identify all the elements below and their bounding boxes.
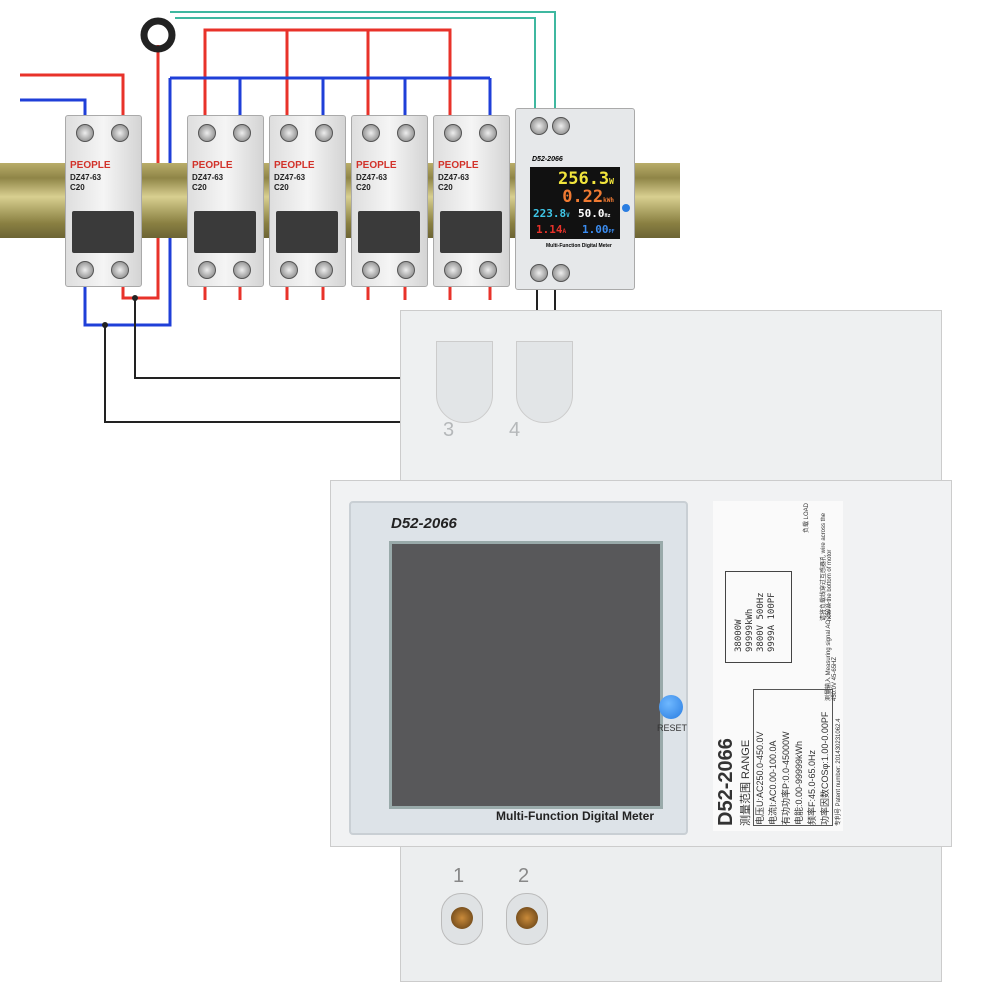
neutral-input-wire [20, 98, 87, 118]
circuit-breaker: PEOPLE DZ47-63 C20 [351, 115, 428, 287]
meter-model: D52-2066 [391, 515, 457, 532]
frequency-unit: Hz [604, 213, 611, 219]
ct-signal-wire [170, 11, 556, 118]
meter-bottom-housing: 1 2 [400, 840, 942, 982]
reset-label: RESET [657, 723, 688, 733]
breaker-model: DZ47-63 [192, 173, 224, 182]
breaker-brand: PEOPLE [192, 160, 233, 171]
current-unit: A [562, 228, 567, 235]
small-reset-button [622, 204, 630, 212]
live-input-wire [20, 73, 125, 118]
breaker-handle [194, 211, 256, 253]
current-value: 1.14 [536, 223, 563, 236]
meter-faceplate: D52-2066 RESET Multi-Function Digital Me… [349, 501, 688, 835]
terminal-1-label: 1 [453, 865, 465, 887]
live-bus-wire [203, 28, 452, 118]
reset-button[interactable] [659, 695, 683, 719]
frequency-value: 50.0 [578, 207, 605, 220]
breaker-brand: PEOPLE [274, 160, 315, 171]
digital-meter: 3 4 1 2 D52-2066 RESET Multi-Function Di… [330, 310, 952, 982]
breaker-model: DZ47-63 [274, 173, 306, 182]
label-model: D52-2066 [715, 738, 737, 826]
circuit-breaker: PEOPLE DZ47-63 C20 [65, 115, 142, 287]
breaker-rating: C20 [274, 183, 289, 192]
breaker-rating: C20 [70, 183, 85, 192]
breaker-brand: PEOPLE [70, 160, 111, 171]
breaker-rating: C20 [192, 183, 207, 192]
breaker-model: DZ47-63 [70, 173, 102, 182]
power-value: 256.3 [557, 169, 610, 189]
label-range-title: 测量范围 RANGE [740, 739, 752, 826]
breaker-rating: C20 [356, 183, 371, 192]
breaker-model: DZ47-63 [438, 173, 470, 182]
small-meter-model: D52-2066 [532, 156, 563, 163]
small-meter-caption: Multi-Function Digital Meter [546, 243, 612, 249]
terminal-2-screw [516, 907, 538, 929]
breaker-brand: PEOPLE [438, 160, 479, 171]
meter-front: D52-2066 RESET Multi-Function Digital Me… [330, 480, 952, 847]
breaker-handle [440, 211, 502, 253]
pf-unit: PF [608, 229, 615, 235]
pf-value: 1.00 [582, 223, 609, 236]
breaker-model: DZ47-63 [356, 173, 388, 182]
small-meter-illustration: D52-2066 256.3W 0.22kWh 223.8V 50.0Hz 1.… [515, 108, 635, 290]
current-transformer-ring [140, 17, 176, 53]
energy-value: 0.22 [562, 187, 604, 207]
meter-top-housing: 3 4 [400, 310, 942, 502]
terminal-1-screw [451, 907, 473, 929]
breaker-rating: C20 [438, 183, 453, 192]
power-unit: W [609, 177, 614, 186]
breaker-handle [72, 211, 134, 253]
circuit-breaker: PEOPLE DZ47-63 C20 [187, 115, 264, 287]
breaker-handle [358, 211, 420, 253]
circuit-breaker: PEOPLE DZ47-63 C20 [433, 115, 510, 287]
voltage-unit: V [566, 212, 570, 219]
voltage-value: 223.8 [533, 207, 567, 220]
label-load: 负载 LOAD [804, 502, 810, 533]
terminal-2-label: 2 [518, 865, 530, 887]
breaker-brand: PEOPLE [356, 160, 397, 171]
lcd-screen [389, 541, 663, 809]
terminal-4-label: 4 [509, 419, 521, 441]
meter-voltage-wire [104, 288, 556, 423]
meter-caption: Multi-Function Digital Meter [496, 809, 654, 823]
terminal-3-label: 3 [443, 419, 455, 441]
label-note: 请将负载线穿过互感器孔 wire across the hole in the … [821, 512, 833, 621]
circuit-breaker: PEOPLE DZ47-63 C20 [269, 115, 346, 287]
energy-unit: kWh [603, 197, 614, 204]
breaker-handle [276, 211, 338, 253]
label-patent: 专利号 Patent number: 201430231062.4 [836, 718, 842, 826]
neutral-bus-wire [170, 76, 492, 118]
